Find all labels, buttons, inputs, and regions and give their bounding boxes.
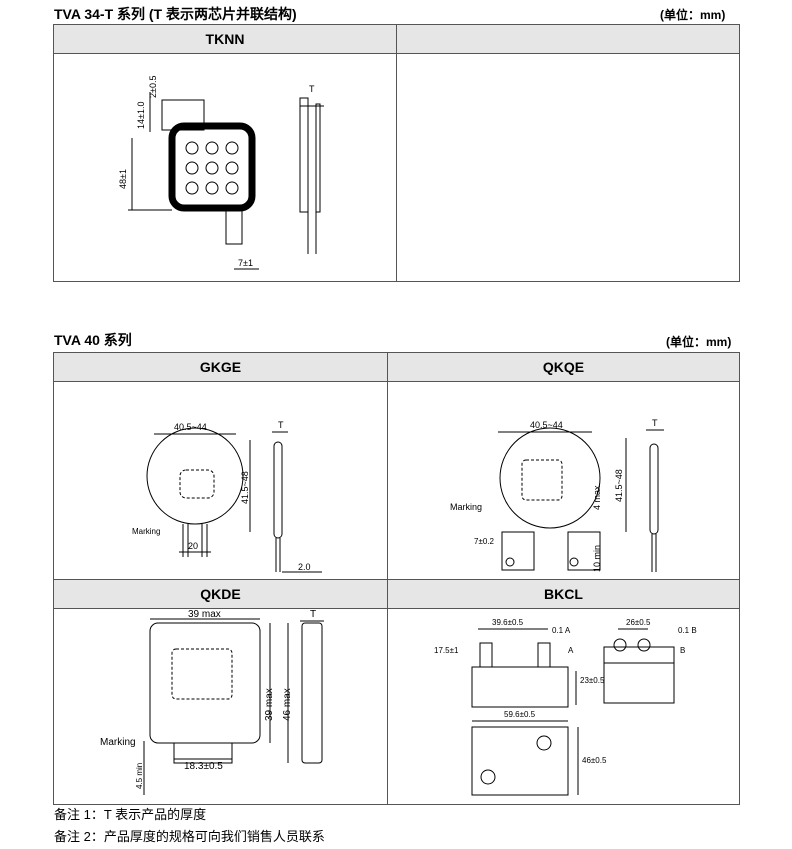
bkcl-drawing: 39.6±0.5 26±0.5 17.5±1 23±0.5 59.6±0.5 4… [434,618,697,796]
header-bkcl: BKCL [387,579,740,609]
qkqe-tab: 7±0.2 [474,537,495,546]
tknn-top-tab [161,99,205,131]
qkde-h2: 46 max [282,688,293,721]
qkqe-disk [499,427,601,529]
dim-lead-pitch: 7±1 [238,258,253,268]
section1-unit: (单位：mm) [660,8,726,22]
gkge-pitch: 20 [188,541,198,551]
gkge-t: T [278,420,284,430]
qkde-h1: 39 max [264,688,275,721]
qkde-pitch: 18.3±0.5 [184,761,223,772]
dim-t: T [309,84,315,94]
qkqe-width: 40.5~44 [530,420,563,430]
bkcl-h1: 17.5±1 [434,646,459,655]
tkn-table: TKNN [53,24,740,282]
qkqe-min: 10 min [592,545,602,572]
tknn-side-plate [299,97,309,213]
tva40-table: GKGE QKQE 40.5~44 41. [53,352,740,805]
section2-unit: (单位：mm) [666,335,732,349]
qkde-t: T [310,609,316,620]
dim-lead-thick: 2±0.5 [148,76,158,98]
bkcl-front-base [471,666,569,708]
bkcl-tol-b: 0.1 B [678,626,697,635]
qkqe-marking: Marking [450,502,482,512]
gkge-lead: 2.0 [298,562,311,572]
bkcl-tol-a: 0.1 A [552,626,571,635]
gkge-disk [146,427,244,525]
gkge-marking: Marking [132,527,160,536]
qkqe-max: 4 max [592,485,602,510]
tknn-chip-grid [185,141,239,195]
header-tknn: TKNN [53,24,397,54]
qkde-marking: Marking [100,737,136,748]
gkge-drawing: 40.5~44 41.5~48 Marking 20 2.0 T [132,420,322,573]
qkqe-t: T [652,418,658,428]
empty-cell [396,53,740,282]
note-2: 备注 2：产品厚度的规格可向我们销售人员联系 [54,829,325,844]
qkde-min: 4.5 min [135,763,144,789]
bkcl-ref-b: B [680,646,685,655]
tknn-drawing: 2±0.5 14±1.0 48±1 7±1 T [118,76,324,270]
tknn-drawing-cell: 2±0.5 14±1.0 48±1 7±1 T [53,53,397,282]
header-qkqe: QKQE [387,352,740,382]
header-qkde: QKDE [53,579,388,609]
header-empty [396,24,740,54]
section1-title: TVA 34-T 系列 (T 表示两芯片并联结构) [54,6,297,22]
dim-top: 14±1.0 [136,102,146,129]
qkde-drawing-cell: 39 max 39 max 46 max Marking 18.3±0.5 4.… [53,608,388,805]
bkcl-w1: 39.6±0.5 [492,618,524,627]
bkcl-ref-a: A [568,646,574,655]
gkge-width: 40.5~44 [174,422,207,432]
bkcl-base-w: 59.6±0.5 [504,710,536,719]
bkcl-base-h: 46±0.5 [582,756,607,765]
bkcl-top-base [471,726,569,796]
qkqe-drawing: 40.5~44 41.5~48 4 max 10 min Marking 7±0… [450,418,664,572]
bkcl-drawing-cell: 39.6±0.5 26±0.5 17.5±1 23±0.5 59.6±0.5 4… [387,608,740,805]
bkcl-w2: 26±0.5 [626,618,651,627]
gkge-height: 41.5~48 [240,471,250,504]
tknn-body [168,122,256,212]
qkde-body [149,622,261,744]
qkqe-drawing-cell: 40.5~44 41.5~48 4 max 10 min Marking 7±0… [387,381,740,580]
section2-title: TVA 40 系列 [54,332,132,348]
qkqe-height: 41.5~48 [614,469,624,502]
dim-height: 48±1 [118,169,128,189]
qkde-width: 39 max [188,609,221,620]
bkcl-h2: 23±0.5 [580,676,605,685]
note-1: 备注 1：T 表示产品的厚度 [54,807,207,822]
tknn-bottom-lead [225,210,243,245]
qkde-drawing: 39 max 39 max 46 max Marking 18.3±0.5 4.… [100,609,324,795]
header-gkge: GKGE [53,352,388,382]
gkge-drawing-cell: 40.5~44 41.5~48 Marking 20 2.0 T [53,381,388,580]
